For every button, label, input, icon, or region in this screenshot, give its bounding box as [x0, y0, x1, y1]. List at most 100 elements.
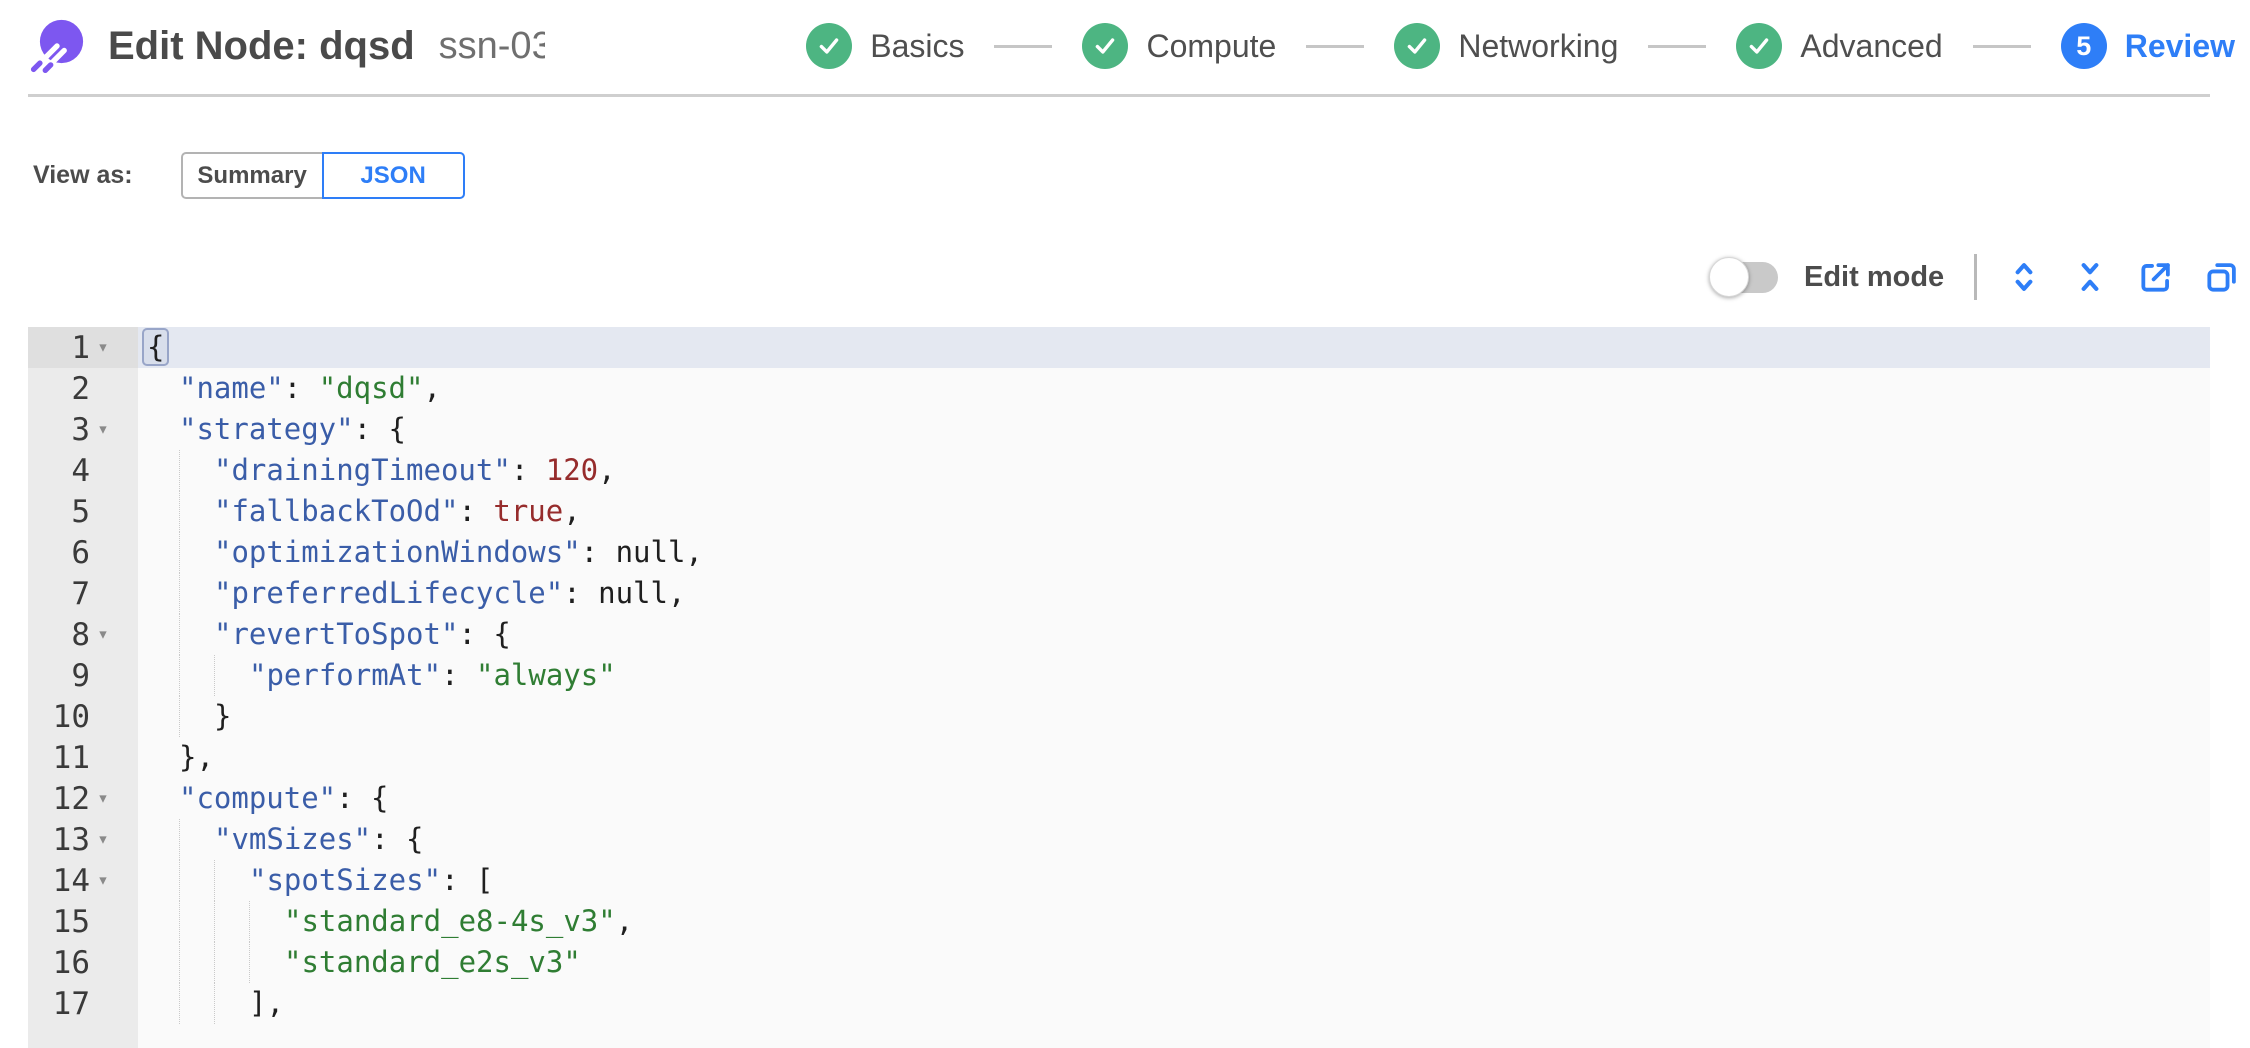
code-line-14[interactable]: "spotSizes": [ [138, 860, 2210, 901]
line-number: 16 [52, 944, 90, 981]
step-check-icon [1082, 23, 1129, 69]
copy-icon[interactable] [2203, 258, 2241, 296]
code-line-content: ], [249, 983, 284, 1024]
code-line-4[interactable]: "drainingTimeout": 120, [138, 450, 2210, 491]
code-line-13[interactable]: "vmSizes": { [138, 819, 2210, 860]
code-line-2[interactable]: "name": "dqsd", [138, 368, 2210, 409]
indent-guide [179, 901, 180, 942]
line-number: 10 [52, 698, 90, 735]
code-line-11[interactable]: }, [138, 737, 2210, 778]
token-punct: : { [336, 781, 389, 815]
indent-guide [179, 942, 180, 983]
code-line-16[interactable]: "standard_e2s_v3" [138, 942, 2210, 983]
code-line-3[interactable]: "strategy": { [138, 409, 2210, 450]
code-line-15[interactable]: "standard_e8-4s_v3", [138, 901, 2210, 942]
token-key: "revertToSpot" [214, 617, 459, 651]
step-advanced[interactable]: Advanced [1736, 23, 1943, 69]
code-line-17[interactable]: ], [138, 983, 2210, 1024]
fold-arrow-icon[interactable]: ▾ [97, 623, 109, 645]
token-null: null [598, 576, 668, 610]
export-icon[interactable] [2137, 258, 2175, 296]
gutter-line-9: 9 [28, 655, 138, 696]
step-basics[interactable]: Basics [806, 23, 964, 69]
code-line-content: }, [179, 737, 214, 778]
gutter-line-7: 7 [28, 573, 138, 614]
code-line-content: "standard_e8-4s_v3", [284, 901, 633, 942]
token-punct: , [598, 453, 616, 487]
code-line-content: "spotSizes": [ [249, 860, 493, 901]
spot-logo-icon [30, 19, 84, 73]
code-line-content: "preferredLifecycle": null, [214, 573, 685, 614]
json-tab-button[interactable]: JSON [321, 152, 465, 199]
step-networking[interactable]: Networking [1394, 23, 1618, 69]
indent-guide [214, 901, 215, 942]
token-punct: : [563, 576, 599, 610]
token-key: "fallbackToOd" [214, 494, 459, 528]
line-number: 7 [71, 575, 90, 612]
code-line-content: } [214, 696, 231, 737]
token-punct: : [283, 371, 319, 405]
step-label: Advanced [1800, 27, 1943, 64]
gutter-line-6: 6 [28, 532, 138, 573]
gutter-line-15: 15 [28, 901, 138, 942]
step-connector [1648, 44, 1707, 48]
gutter-line-17: 17 [28, 983, 138, 1024]
token-key: "drainingTimeout" [214, 453, 511, 487]
gutter-line-8: 8▾ [28, 614, 138, 655]
edit-mode-toggle[interactable] [1709, 256, 1778, 297]
summary-tab-button[interactable]: Summary [180, 152, 322, 199]
token-key: "preferredLifecycle" [214, 576, 564, 610]
code-line-7[interactable]: "preferredLifecycle": null, [138, 573, 2210, 614]
token-punct: }, [179, 740, 214, 774]
gutter-line-2: 2 [28, 368, 138, 409]
gutter-line-1: 1▾ [28, 327, 138, 368]
step-label: Basics [870, 27, 965, 64]
gutter-line-13: 13▾ [28, 819, 138, 860]
code-line-6[interactable]: "optimizationWindows": null, [138, 532, 2210, 573]
fold-arrow-icon[interactable]: ▾ [97, 336, 109, 358]
line-number: 15 [52, 903, 90, 940]
toolbar-divider [1974, 254, 1978, 300]
code-area: {"name": "dqsd","strategy": {"drainingTi… [138, 327, 2210, 1024]
expand-rows-icon[interactable] [2005, 258, 2043, 296]
view-as-label: View as: [33, 161, 133, 189]
token-key: "optimizationWindows" [214, 535, 581, 569]
node-id-subtitle: ssn-038 [438, 24, 545, 67]
fold-arrow-icon[interactable]: ▾ [97, 828, 109, 850]
gutter-line-14: 14▾ [28, 860, 138, 901]
token-punct: : { [353, 412, 406, 446]
code-line-5[interactable]: "fallbackToOd": true, [138, 491, 2210, 532]
code-line-content: "compute": { [179, 778, 389, 819]
code-line-9[interactable]: "performAt": "always" [138, 655, 2210, 696]
indent-guide [179, 573, 180, 614]
code-line-content: "drainingTimeout": 120, [214, 450, 616, 491]
indent-guide [214, 860, 215, 901]
fold-arrow-icon[interactable]: ▾ [97, 869, 109, 891]
code-line-8[interactable]: "revertToSpot": { [138, 614, 2210, 655]
step-check-icon [1736, 23, 1783, 69]
token-key: "vmSizes" [214, 822, 372, 856]
step-connector [1306, 44, 1365, 48]
edit-mode-label: Edit mode [1804, 260, 1945, 293]
fold-arrow-icon[interactable]: ▾ [97, 787, 109, 809]
code-line-10[interactable]: } [138, 696, 2210, 737]
line-number: 8 [71, 616, 90, 653]
token-string: "standard_e2s_v3" [284, 945, 581, 979]
fold-arrow-icon[interactable]: ▾ [97, 418, 109, 440]
step-compute[interactable]: Compute [1082, 23, 1276, 69]
gutter-line-16: 16 [28, 942, 138, 983]
collapse-rows-icon[interactable] [2071, 258, 2109, 296]
editor-toolbar: Edit mode [1709, 252, 2241, 302]
code-line-content: "standard_e2s_v3" [284, 942, 581, 983]
code-line-12[interactable]: "compute": { [138, 778, 2210, 819]
line-number: 6 [71, 534, 90, 571]
header-bar: Edit Node: dqsd ssn-038 BasicsComputeNet… [0, 0, 2250, 92]
token-key: "performAt" [249, 658, 442, 692]
token-string: "standard_e8-4s_v3" [284, 904, 616, 938]
code-line-content: "performAt": "always" [249, 655, 616, 696]
line-number: 1 [71, 329, 90, 366]
code-line-1[interactable]: { [138, 327, 2210, 368]
